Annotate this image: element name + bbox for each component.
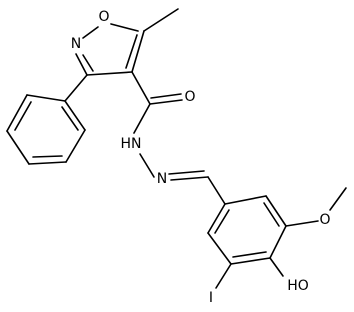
atom-label-carbonyl-o: O: [184, 89, 195, 105]
isoxazole-ring: [75, 23, 145, 76]
benzene-bond-5: [207, 232, 232, 265]
hydrazone-nitrogen-label: N: [157, 171, 167, 187]
isoxazole-nitrogen-label: N: [71, 36, 81, 52]
hydrazide-nh-label: HN: [121, 136, 142, 152]
phenyl-inner-2: [32, 155, 63, 158]
bond-o1-n2: [82, 26, 99, 39]
carboxamide-group: [131, 71, 183, 178]
phenyl-inner-3: [61, 106, 79, 131]
bond-n2-c3-outer: [75, 53, 88, 76]
bond-methoxy-o-ch3: [329, 187, 347, 211]
iodine-label: I: [209, 290, 213, 306]
benzene-inner-1: [263, 202, 280, 227]
bond-o1-c5: [110, 23, 139, 32]
bond-c5-methyl: [143, 8, 179, 32]
benzene-bond-1: [224, 195, 267, 205]
phenyl-bond-6: [64, 100, 86, 131]
bond-n2-c3-inner: [82, 54, 94, 72]
atom-label-isoxazole-o: O: [98, 9, 109, 25]
benzene-bond-4: [230, 257, 271, 265]
benzene-inner-2: [232, 251, 267, 258]
bond-c3-phenyl: [64, 74, 88, 102]
bond-n-ch-1: [170, 176, 209, 181]
phenyl-bond-1: [26, 94, 66, 102]
phenyl-bond-2: [6, 94, 28, 132]
benzene-bond-2: [265, 195, 287, 227]
bond-c3-c4: [86, 71, 133, 76]
bond-carbonyl-o-1: [149, 99, 183, 105]
atom-label-methoxy-o: O: [319, 212, 330, 228]
phenyl-bond-4: [28, 161, 67, 165]
isoxazole-oxygen-label: O: [98, 9, 109, 25]
benzene-bond-6: [207, 203, 226, 234]
benzene-ring: [207, 195, 287, 265]
atom-label-hydrazide-nh: HN: [121, 136, 142, 152]
atom-label-hydroxyl: HO: [287, 278, 309, 294]
carbonyl-oxygen-label: O: [184, 89, 195, 105]
atom-label-hydrazone-n: N: [157, 171, 167, 187]
methoxy-oxygen-label: O: [319, 212, 330, 228]
bond-n-n: [139, 153, 155, 178]
bond-ring-hydroxyl: [269, 257, 284, 277]
bond-ring-iodine: [215, 263, 232, 289]
bond-carbonyl-n: [133, 103, 151, 134]
benzene-bond-3: [269, 225, 287, 259]
phenyl-inner-1: [14, 101, 32, 131]
atom-label-iodine: I: [209, 290, 213, 306]
hydroxyl-label: HO: [287, 278, 309, 294]
hydrazone-group: [168, 170, 226, 205]
bond-c4-c5-inner: [125, 34, 138, 69]
phenyl-ring: [6, 74, 88, 165]
bond-carbonyl-o-2: [150, 93, 182, 99]
bond-ring-methoxy-o: [285, 220, 319, 227]
bond-n-ch-2: [168, 170, 205, 175]
bond-ch-aryl: [207, 176, 226, 205]
bond-c4-c5-outer: [131, 30, 145, 73]
atom-label-isoxazole-n: N: [71, 36, 81, 52]
bond-c4-carbonyl: [131, 71, 151, 105]
phenyl-bond-3: [6, 130, 30, 165]
phenyl-bond-5: [65, 129, 86, 163]
benzene-inner-3: [214, 209, 230, 234]
